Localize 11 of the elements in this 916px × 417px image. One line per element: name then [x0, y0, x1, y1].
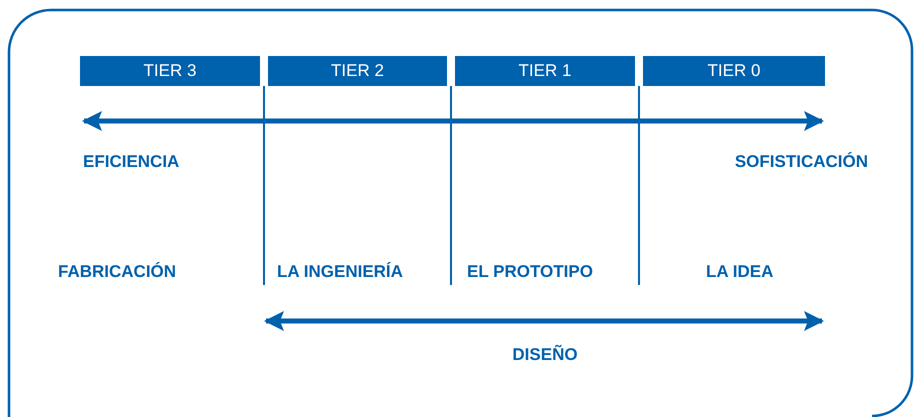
stage-label: EL PROTOTIPO: [467, 262, 593, 282]
stage-label: LA IDEA: [706, 262, 774, 282]
tier-header-bar: TIER 3: [80, 56, 260, 86]
stage-label: FABRICACIÓN: [58, 262, 176, 282]
tier-header-bar: TIER 2: [268, 56, 447, 86]
axis-end-label: EFICIENCIA: [83, 152, 180, 172]
stage-label: LA INGENIERÍA: [277, 262, 403, 282]
axis-end-label: SOFISTICACIÓN: [734, 152, 868, 172]
axis-label: DISEÑO: [512, 345, 578, 365]
tier-header-bar: TIER 0: [643, 56, 825, 86]
tier-header-bar: TIER 1: [455, 56, 635, 86]
